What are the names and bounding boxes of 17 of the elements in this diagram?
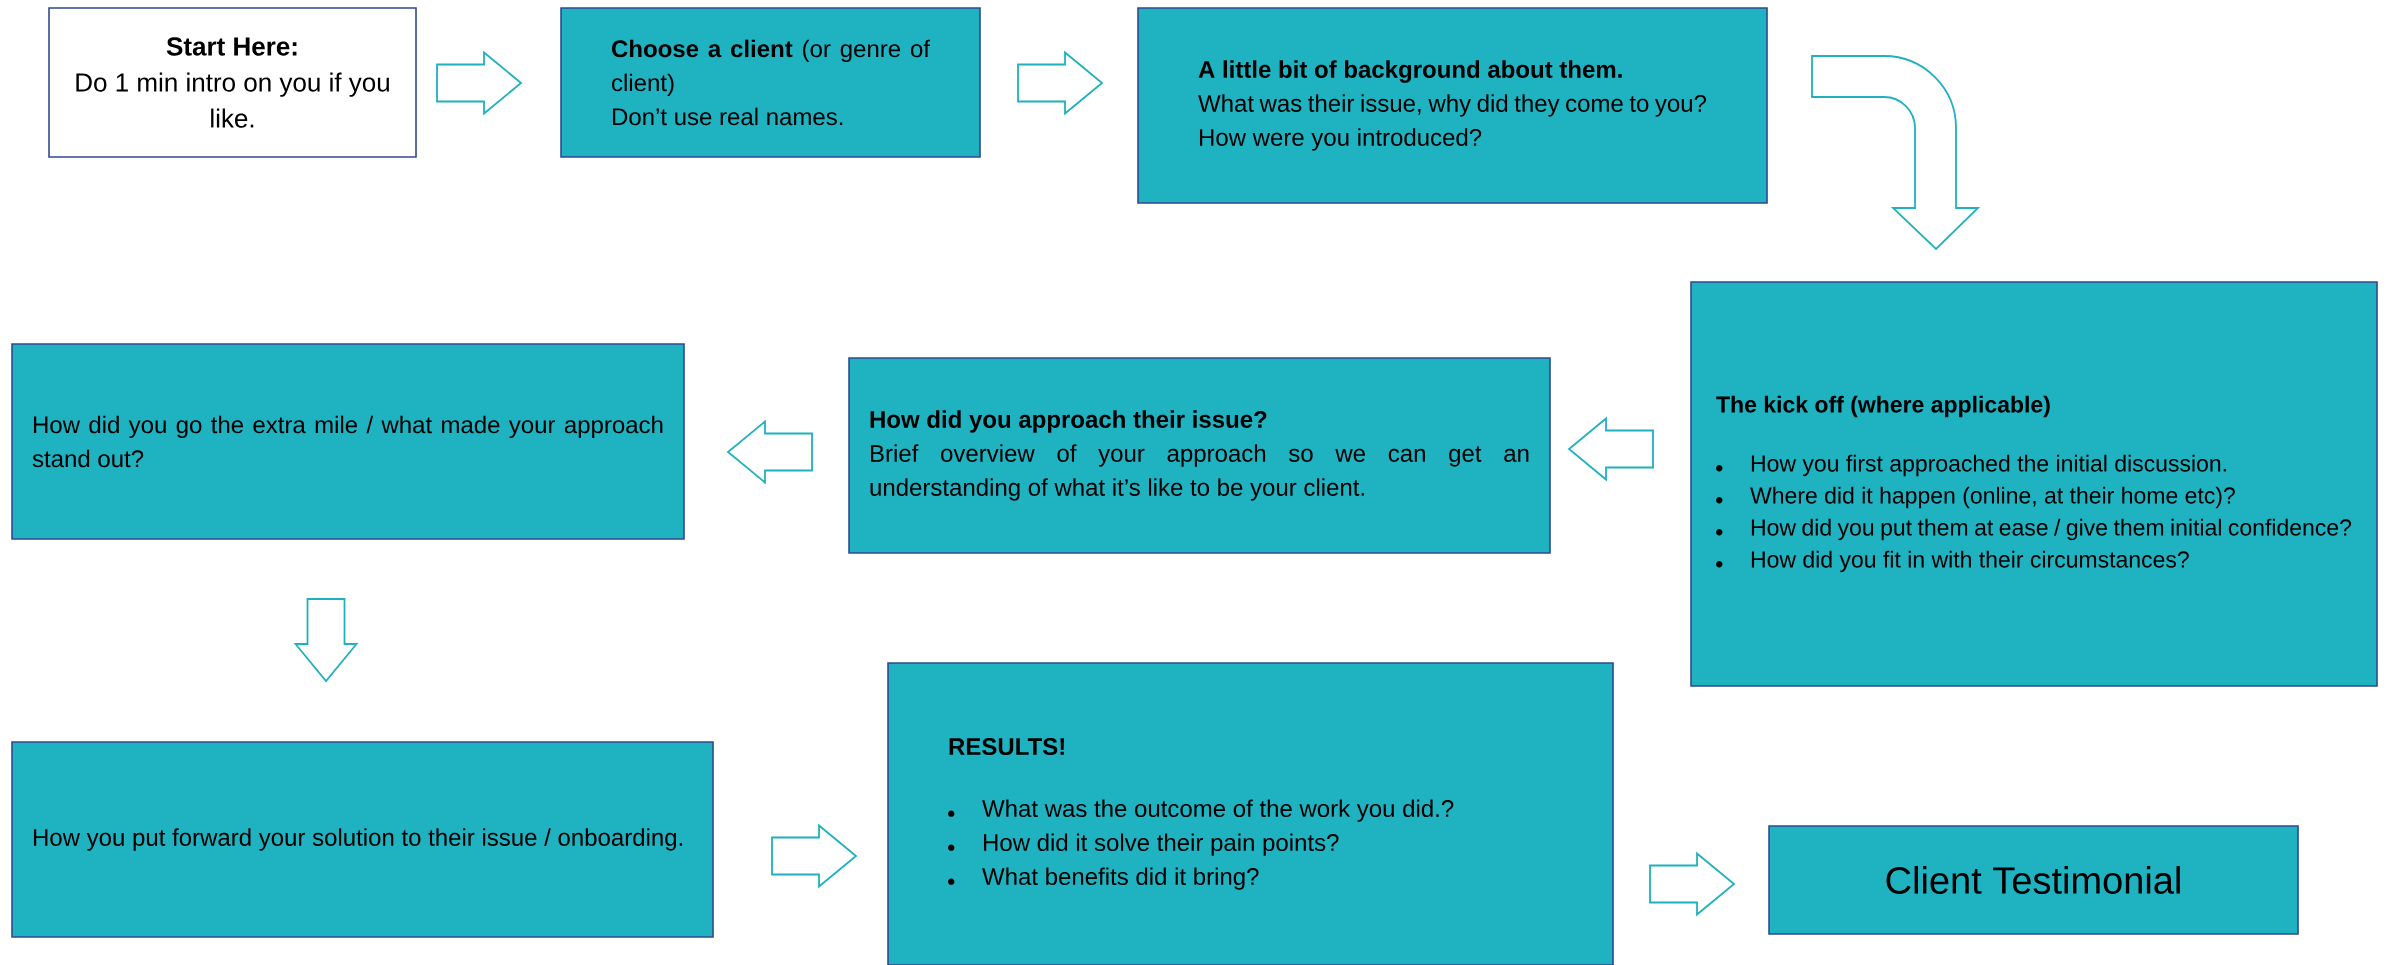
process-box: How did you go the extra mile / what made your approach stand out? bbox=[11, 343, 685, 540]
process-box: RESULTS! What was the outcome of the work you did.? How did it solve their pain points? What benefits did it bring? bbox=[887, 662, 1614, 965]
process-box: A little bit of background about them. What was their issue, why did they come to you? How were you introduced? bbox=[1137, 7, 1768, 204]
process-box: How did you approach their issue? Brief overview of your approach so we can get an understanding of what it’s like to be your client. bbox=[848, 357, 1551, 554]
block-arrow bbox=[293, 598, 359, 683]
block-arrow bbox=[1811, 55, 1979, 250]
block-arrow bbox=[771, 823, 858, 889]
block-arrow bbox=[1649, 851, 1736, 917]
process-box: Start Here: Do 1 min intro on you if you like. bbox=[48, 7, 417, 158]
block-arrow bbox=[726, 419, 813, 485]
process-box: Client Testimonial bbox=[1768, 825, 2299, 935]
process-box: Choose a client (or genre of client) Don’t use real names. bbox=[560, 7, 981, 158]
block-arrow bbox=[436, 50, 523, 116]
block-arrow bbox=[1017, 50, 1104, 116]
process-box: How you put forward your solution to their issue / onboarding. bbox=[11, 741, 714, 938]
block-arrow bbox=[1567, 416, 1654, 482]
process-box: The kick off (where applicable) How you first approached the initial discussion. Where did it happen (online, at their home etc)? How did you put them at ease / give them initial confidence? How did you fit in with their circumstances? bbox=[1690, 281, 2378, 687]
